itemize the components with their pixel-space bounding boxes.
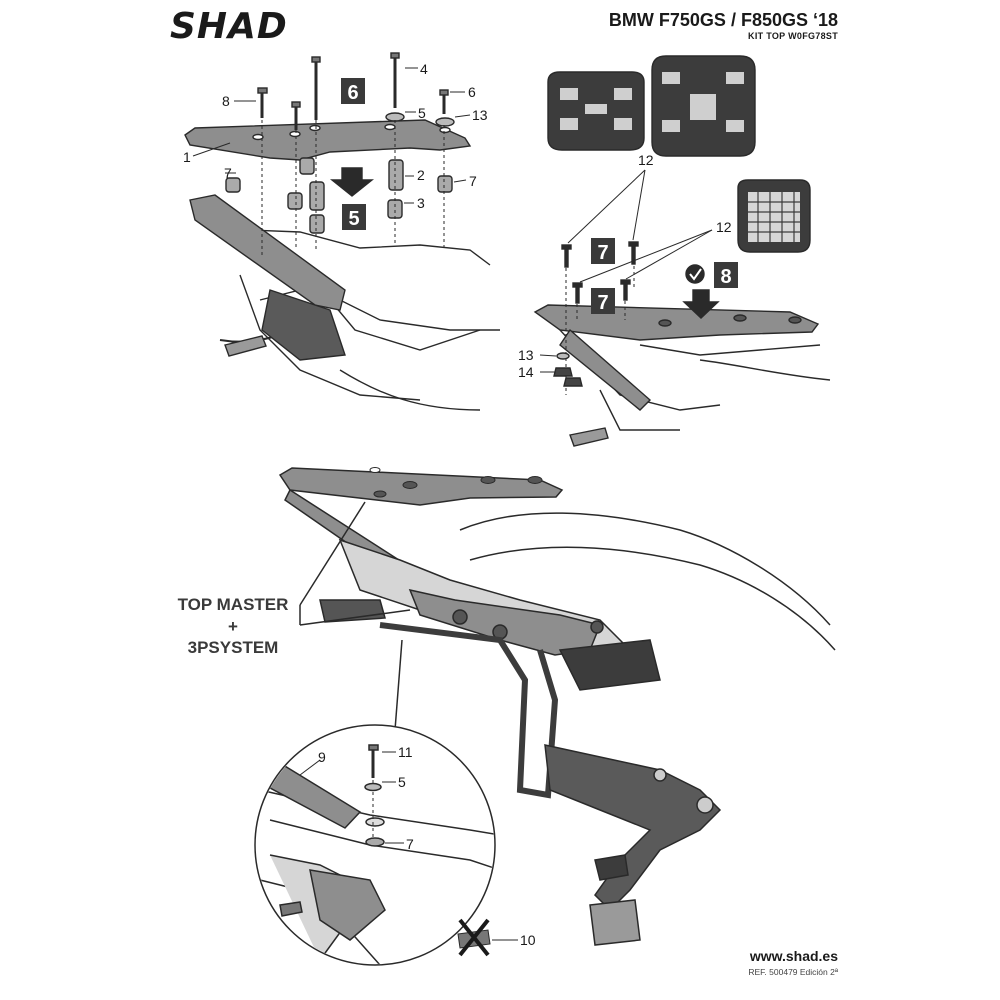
callout-5: 5 [418,105,426,121]
step-7-lower-label: 7 [597,292,608,314]
callout-9: 9 [318,749,326,765]
footpeg [224,335,267,357]
step-box-6 [341,78,365,104]
callout-1: 1 [183,149,191,165]
grab-rail-right [559,328,652,411]
panel-case-mounting [533,55,831,447]
callout-4: 4 [420,61,428,77]
step-8-label: 8 [720,266,731,288]
washer-13-right [556,352,570,360]
callout-7-detail: 7 [406,836,414,852]
down-arrow-icon [682,289,720,319]
spacer-2 [388,159,404,191]
spacer-b [287,192,303,210]
left-peg [319,599,386,623]
callout-10: 10 [520,932,536,948]
callout-3: 3 [417,195,425,211]
callout-13: 13 [472,107,488,123]
pannier-arm [379,622,559,799]
step-6-label: 6 [347,82,358,104]
callout-12-upper: 12 [638,152,654,168]
not-used-item-10 [457,918,518,957]
bolt-6 [439,89,449,114]
step-5-label: 5 [348,208,359,230]
step-box-8 [714,262,738,288]
system-label-line3: 3PSYSTEM [187,638,279,657]
washer-5 [385,112,405,122]
callout-13-right: 13 [518,347,534,363]
spacer-d [309,214,325,234]
spacer-a [299,157,315,175]
kit-code: KIT TOP W0FG78ST [748,31,838,41]
system-label-line1: TOP MASTER [177,595,289,614]
down-arrow-icon [330,167,374,197]
nut-14-a [553,367,573,377]
reference-number: REF. 500479 Edición 2ª [748,967,838,977]
bolt-8 [257,87,268,118]
model-title: BMW F750GS / F850GS ‘18 [608,10,838,30]
washer-13 [435,117,455,127]
website: www.shad.es [749,948,838,964]
top-plate-main [278,467,564,506]
step-box-5 [342,204,366,230]
callout-12-lower: 12 [716,219,732,235]
pannier-holder [544,744,722,912]
callout-14: 14 [518,364,534,380]
bolt-4 [390,52,400,108]
callout-8: 8 [222,93,230,109]
spacer-3 [387,199,403,219]
step-box-7-upper [591,238,615,264]
callout-7-left: 7 [224,165,232,181]
bolt-long-b [311,56,321,120]
passenger-peg [589,899,641,946]
panel-bike-3psystem [278,467,836,946]
bolt-long-a [291,101,301,130]
callout-11: 11 [398,744,413,760]
callout-2: 2 [417,167,425,183]
footpeg-right [569,427,609,447]
top-plate [184,119,472,161]
panel-plate-exploded [184,52,500,411]
spacer-c [309,181,325,211]
step-box-7-lower [591,288,615,314]
panel-detail-circle [254,724,496,966]
step-7-upper-label: 7 [597,242,608,264]
shad-logo: SHAD [170,6,288,47]
callout-6: 6 [468,84,476,100]
callout-7-right: 7 [469,173,477,189]
spacer-7-left [225,177,241,193]
tail-housing [261,289,346,361]
callout-5-detail: 5 [398,774,406,790]
check-icon [685,264,705,284]
system-label-line2: + [228,617,238,636]
spacer-7-right [437,175,453,193]
grab-rail [189,194,346,311]
nut-14-b [563,377,583,387]
